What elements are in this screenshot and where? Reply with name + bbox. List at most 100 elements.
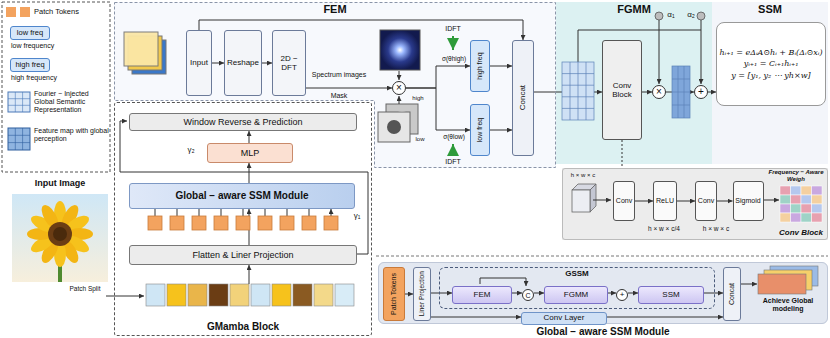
label-text: γ₁ — [350, 211, 364, 220]
legend-text: y = [y₁, y₂ ⋯ yh×w] — [731, 71, 810, 80]
weight-grid — [780, 186, 822, 222]
panel-title: Conv Block — [779, 228, 823, 237]
label-holder: Input Image — [12, 178, 108, 188]
connector — [628, 293, 638, 294]
weight-grid — [801, 213, 812, 222]
legend-entry: Feature map with global perception — [34, 127, 110, 143]
operator-circle: C — [522, 289, 534, 301]
label-holder: γ₂ — [184, 145, 198, 154]
label-holder: α₁ — [664, 10, 678, 19]
patch-strip — [293, 284, 312, 306]
mlp-box: MLP — [207, 143, 293, 163]
label-text: IDFT — [440, 158, 466, 166]
token-row — [280, 216, 294, 230]
tensor-cube — [572, 184, 596, 212]
patch-strip — [251, 284, 270, 306]
label-text: Achieve Global modeling — [748, 297, 828, 313]
node-text: × — [396, 83, 402, 93]
label-holder: high — [408, 95, 428, 102]
node-text: Global − aware SSM Module — [175, 190, 308, 202]
connector — [607, 317, 723, 318]
leader-wire — [480, 278, 526, 286]
weight-grid — [812, 186, 823, 195]
patch-strip — [146, 284, 165, 306]
label-text: Frequency − Aware Weigh — [766, 169, 826, 183]
node-text: high freq — [476, 52, 484, 79]
weight-circle — [655, 12, 705, 20]
panel-title: FGMM — [617, 3, 651, 16]
module-box: FEM — [452, 286, 512, 304]
node-text: Reshape — [227, 58, 259, 67]
module-box: Global − aware SSM Module — [129, 183, 355, 209]
sunflower-image — [53, 227, 67, 241]
layer-box: Conv — [613, 181, 635, 221]
node-text: Input — [190, 58, 208, 67]
panel-title: GSSM — [565, 269, 589, 278]
legend-text: yᵢ₊₁ = Cᵢ₊₁hᵢ₊₁ — [744, 59, 799, 68]
connector — [534, 293, 544, 294]
legend-entry: Fourier − Injected Global Semantic Repre… — [34, 90, 110, 114]
node-text: MLP — [241, 148, 260, 158]
node-text: Window Reverse & Prediction — [183, 117, 302, 127]
node-text: 2D − DFT — [273, 54, 305, 72]
leader-wire — [701, 20, 702, 84]
label-text: α₁ — [664, 10, 678, 19]
token-row — [192, 216, 206, 230]
layer-box: ReLU — [653, 181, 677, 221]
module-region: FEMInputReshape2D − DFT×high freqlow fre… — [114, 2, 556, 168]
process-box: 2D − DFT — [272, 30, 306, 96]
node-text: low freq — [17, 29, 43, 38]
input-stack — [124, 32, 158, 66]
region-fill — [712, 2, 828, 164]
region-fill — [556, 2, 712, 164]
sunflower-image — [12, 194, 108, 282]
weight-grid — [780, 213, 791, 222]
region-fill — [114, 2, 828, 324]
token-box: Patch Tokens — [383, 267, 405, 321]
leader-wire — [106, 296, 144, 297]
label-holder: IDFT — [440, 158, 466, 166]
node-text: SSM — [662, 290, 679, 299]
node-text: Conv — [616, 197, 632, 205]
node-text: low freq — [476, 118, 484, 143]
weight-grid — [801, 186, 812, 195]
block-panel: GMamba BlockWindow Reverse & PredictionM… — [114, 102, 372, 336]
operator-circle: + — [694, 85, 708, 99]
idft-arrow — [452, 144, 454, 156]
legend-box: high freqhigh frequency — [10, 58, 50, 72]
token-row — [148, 216, 162, 230]
region-fill — [562, 168, 828, 240]
region-outline — [115, 3, 556, 168]
region-fill — [376, 256, 828, 257]
region-fill — [378, 262, 828, 324]
patch-strip — [146, 284, 354, 306]
node-text: + — [620, 291, 625, 299]
mask-image — [387, 120, 401, 134]
patch-strip — [230, 284, 249, 306]
equation-box: hᵢ₊₁ = eΔᵢA⊙hᵢ + Bᵢ(Δᵢ⊙xᵢ)yᵢ₊₁ = Cᵢ₊₁hᵢ₊… — [716, 22, 826, 106]
connector — [512, 293, 522, 294]
concat-box: Concat — [723, 267, 741, 321]
node-text: high freq — [15, 61, 44, 70]
leader-wire — [399, 71, 400, 80]
spectrum-image — [380, 30, 420, 70]
label-text: σ(θhigh) — [438, 55, 470, 62]
projection-box: Liner Projection — [413, 267, 431, 321]
concat-box: Concat — [512, 40, 534, 156]
leader-wire — [593, 200, 611, 201]
label-holder: h × w × c/4 — [634, 225, 694, 232]
connector — [262, 63, 272, 64]
legend-box: low freqlow frequency — [10, 26, 50, 40]
label-text: Patch Split — [58, 285, 112, 292]
weight-grid — [801, 195, 812, 204]
patch-strip — [314, 284, 333, 306]
connector — [608, 293, 616, 294]
node-text: C — [525, 292, 530, 299]
connector — [431, 293, 452, 294]
mask-image — [378, 112, 410, 142]
label-holder: h × w × c — [694, 225, 738, 232]
legend-text: Patch Tokens — [34, 8, 79, 17]
label-holder: σ(θlow) — [438, 133, 470, 140]
frequency-box: low freq — [470, 104, 490, 156]
node-text: Concat — [728, 283, 736, 305]
